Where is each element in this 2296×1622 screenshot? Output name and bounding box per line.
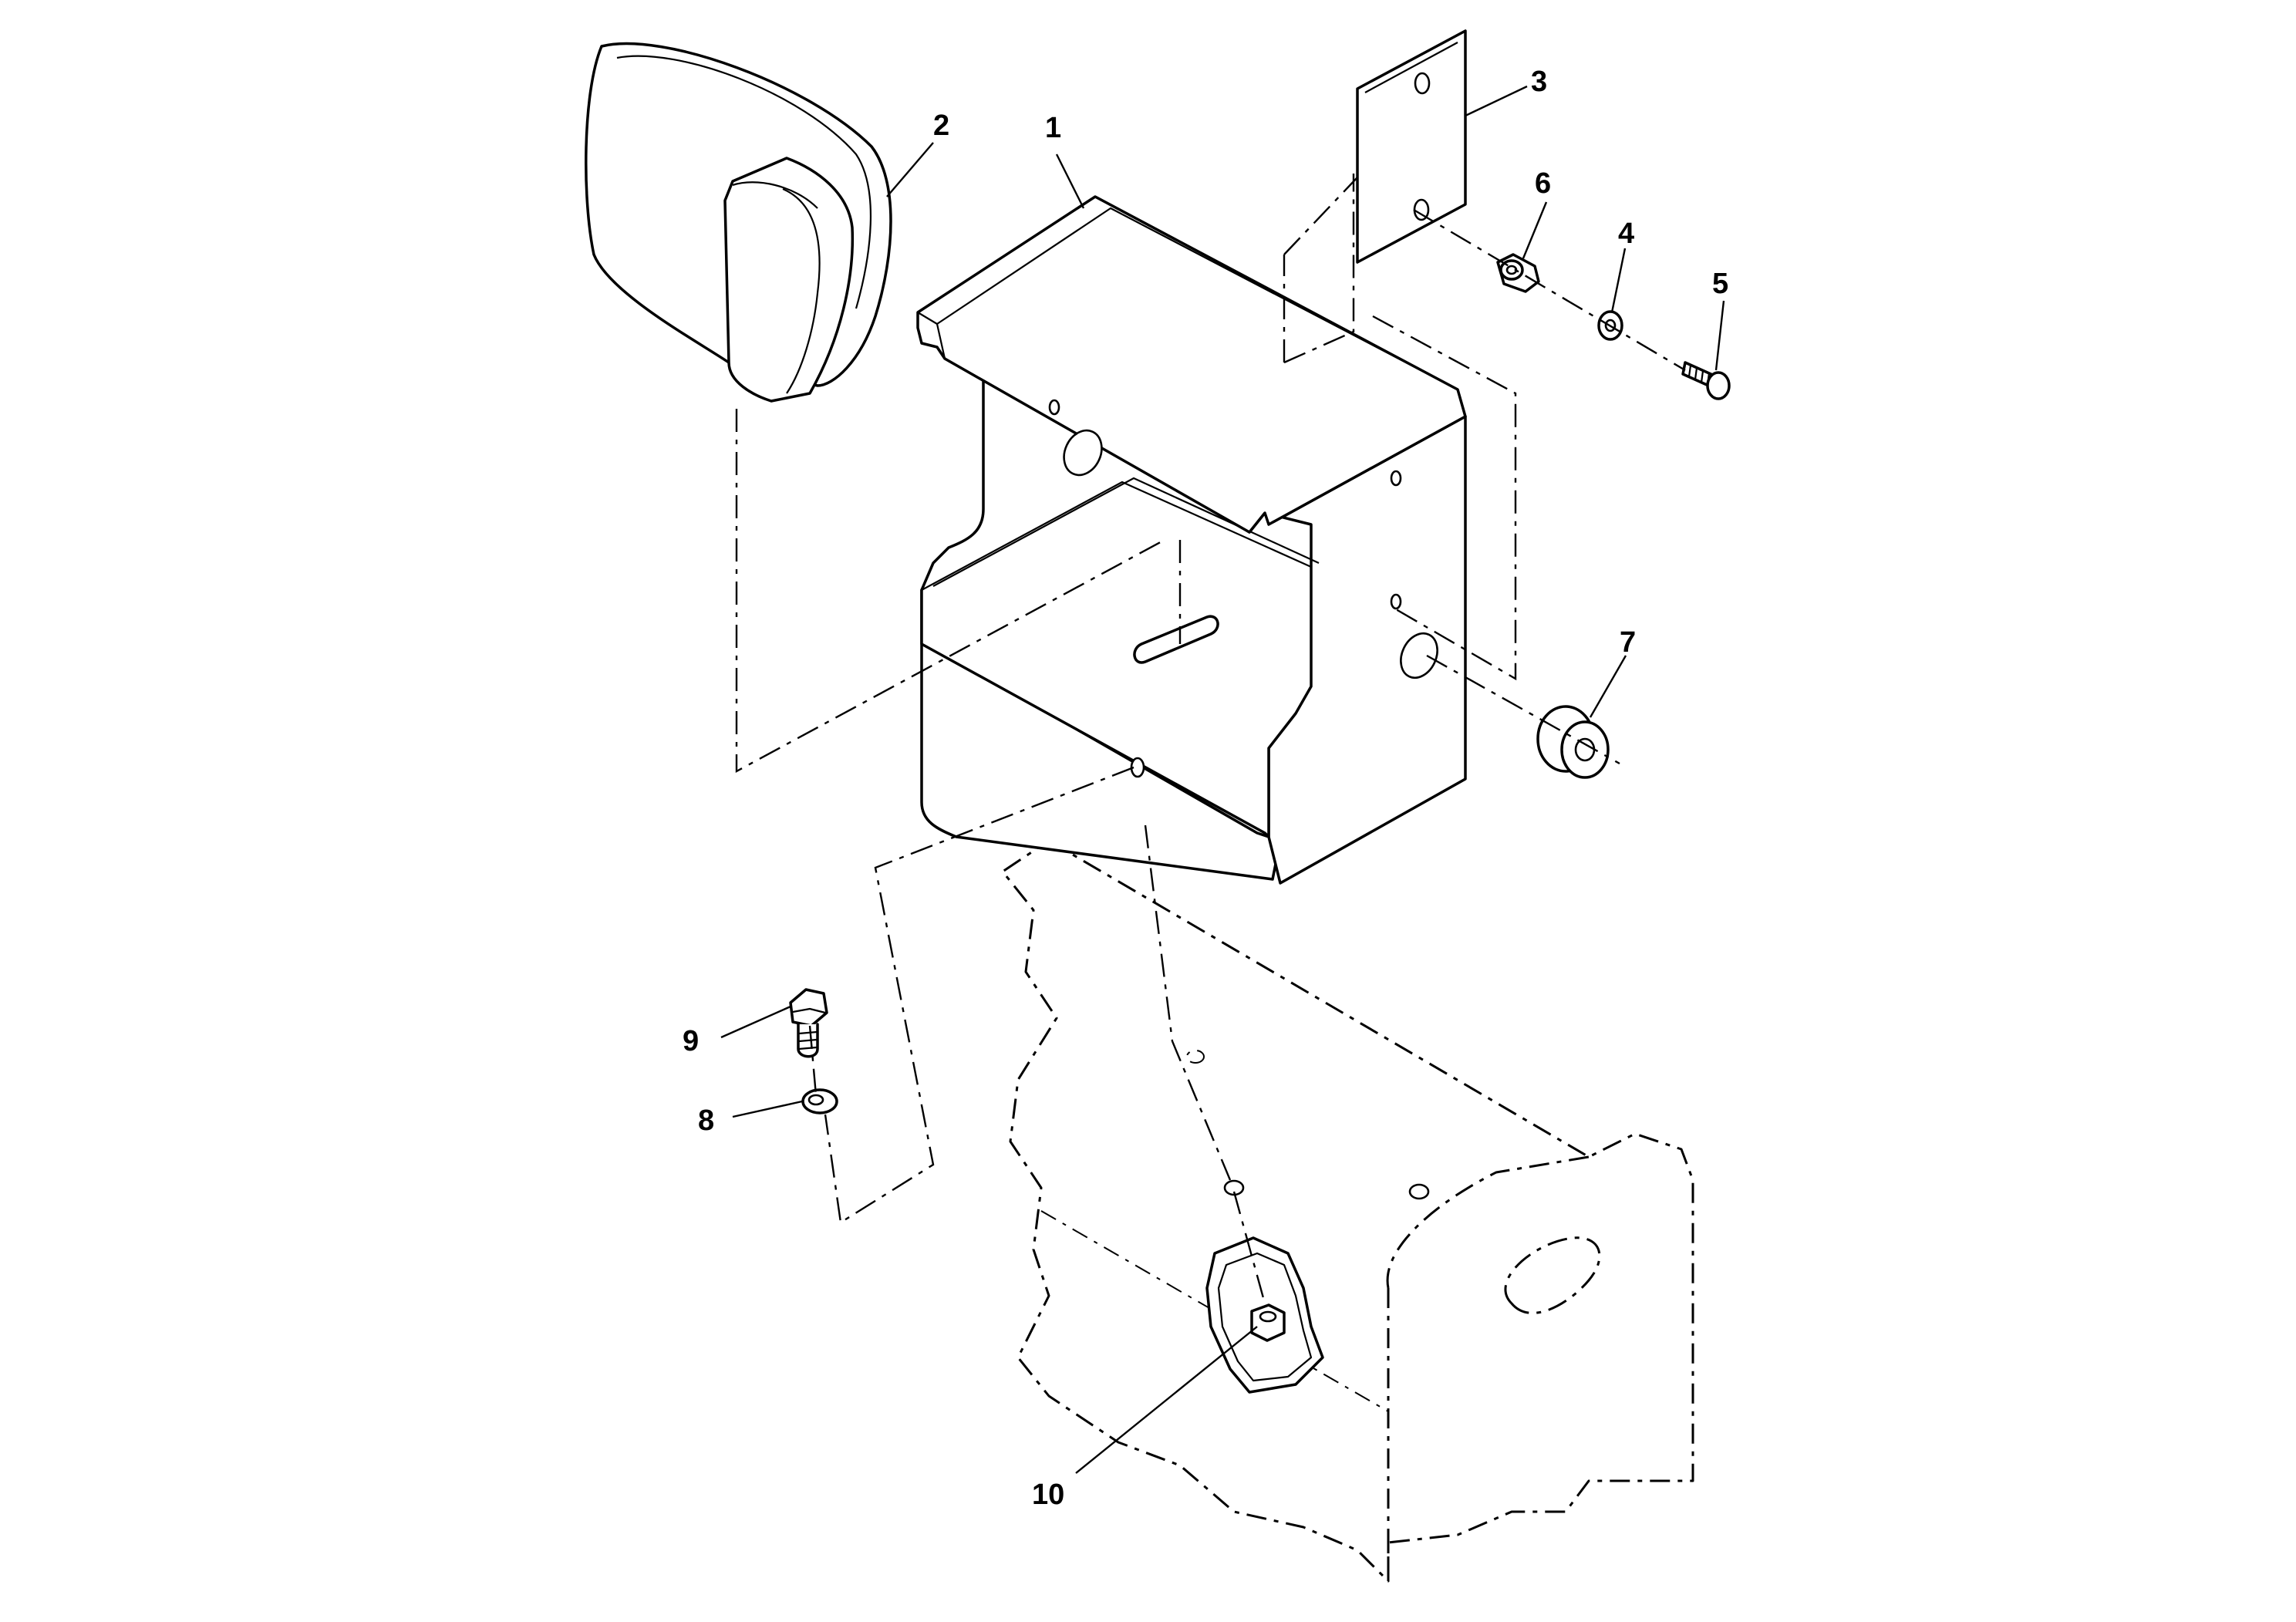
washer-8 [801,1088,838,1114]
callout-labels: 1 2 3 6 4 5 7 9 8 10 [683,66,1728,1511]
callout-part-9: 9 [683,1025,699,1057]
hex-bolt [789,988,828,1058]
callout-part-7: 7 [1620,626,1636,659]
screw-5 [1681,361,1731,400]
bracket-hole-top-right [1390,470,1402,487]
lamp-assembly [585,42,892,403]
callout-part-1: 1 [1045,112,1061,144]
mounting-frame-phantom [1001,839,1694,1583]
bracket-hole-large-right [1400,632,1438,679]
callout-part-5: 5 [1712,268,1728,300]
leader-lines [720,85,1725,1474]
assembly-lines [735,174,1686,1304]
callout-part-10: 10 [1032,1479,1064,1511]
weld-nut-plate [1205,1236,1324,1394]
backing-plate [1356,29,1467,264]
bracket-hole-small-left [1048,399,1060,416]
bracket-hole-large-left [1063,429,1103,477]
callout-part-2: 2 [933,110,949,142]
callout-part-3: 3 [1531,66,1547,98]
frame-hole-right [1408,1183,1430,1200]
bracket-slot [1133,615,1219,664]
bracket-hole-small-right [1390,593,1402,610]
callout-part-6: 6 [1535,167,1551,200]
frame-hole-top [1186,1050,1205,1064]
spacer [1496,253,1540,293]
bracket-box [916,195,1467,885]
callout-part-8: 8 [698,1104,714,1137]
grommet [1536,705,1610,779]
callout-part-4: 4 [1618,218,1634,250]
